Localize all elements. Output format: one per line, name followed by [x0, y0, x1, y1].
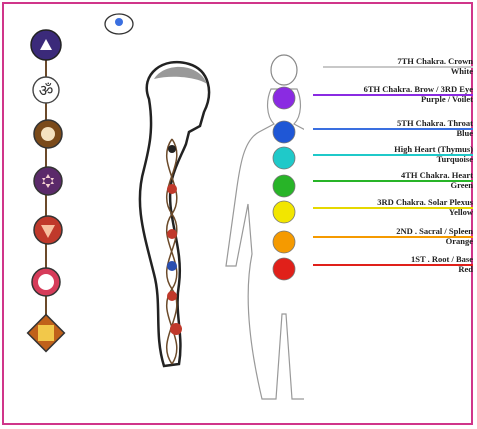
chakra-rule — [313, 180, 473, 182]
chakra-rule — [313, 236, 473, 238]
chakra-rule — [313, 128, 473, 130]
chakra-rule — [313, 94, 473, 96]
chakra-title: 3RD Chakra. Solar Plexus — [377, 197, 473, 207]
chakra-point-8 — [273, 258, 295, 280]
chakra-rule — [313, 207, 473, 209]
chakra-title: 6TH Chakra. Brow / 3RD Eye — [364, 84, 473, 94]
chakra-title: 5TH Chakra. Throat — [397, 118, 473, 128]
chakra-title: 7TH Chakra. Crown — [397, 56, 473, 66]
chakra-title: 1ST . Root / Base — [411, 254, 473, 264]
chakra-point-4 — [273, 147, 295, 169]
chakra-point-6 — [273, 201, 295, 223]
chakra-rule — [313, 264, 473, 266]
chakra-rule — [323, 66, 473, 68]
chakra-title: High Heart (Thymus) — [394, 144, 473, 154]
chakra-diagram: ॐ 7TH Chakra. Cr — [4, 4, 473, 425]
chakra-rule — [313, 154, 473, 156]
chakra-point-7 — [273, 231, 295, 253]
chakra-point-2 — [273, 87, 295, 109]
chakra-title: 4TH Chakra. Heart — [401, 170, 473, 180]
chakra-point-5 — [273, 175, 295, 197]
chakra-point-3 — [273, 121, 295, 143]
chakra-title: 2ND . Sacral / Spleen — [396, 226, 473, 236]
